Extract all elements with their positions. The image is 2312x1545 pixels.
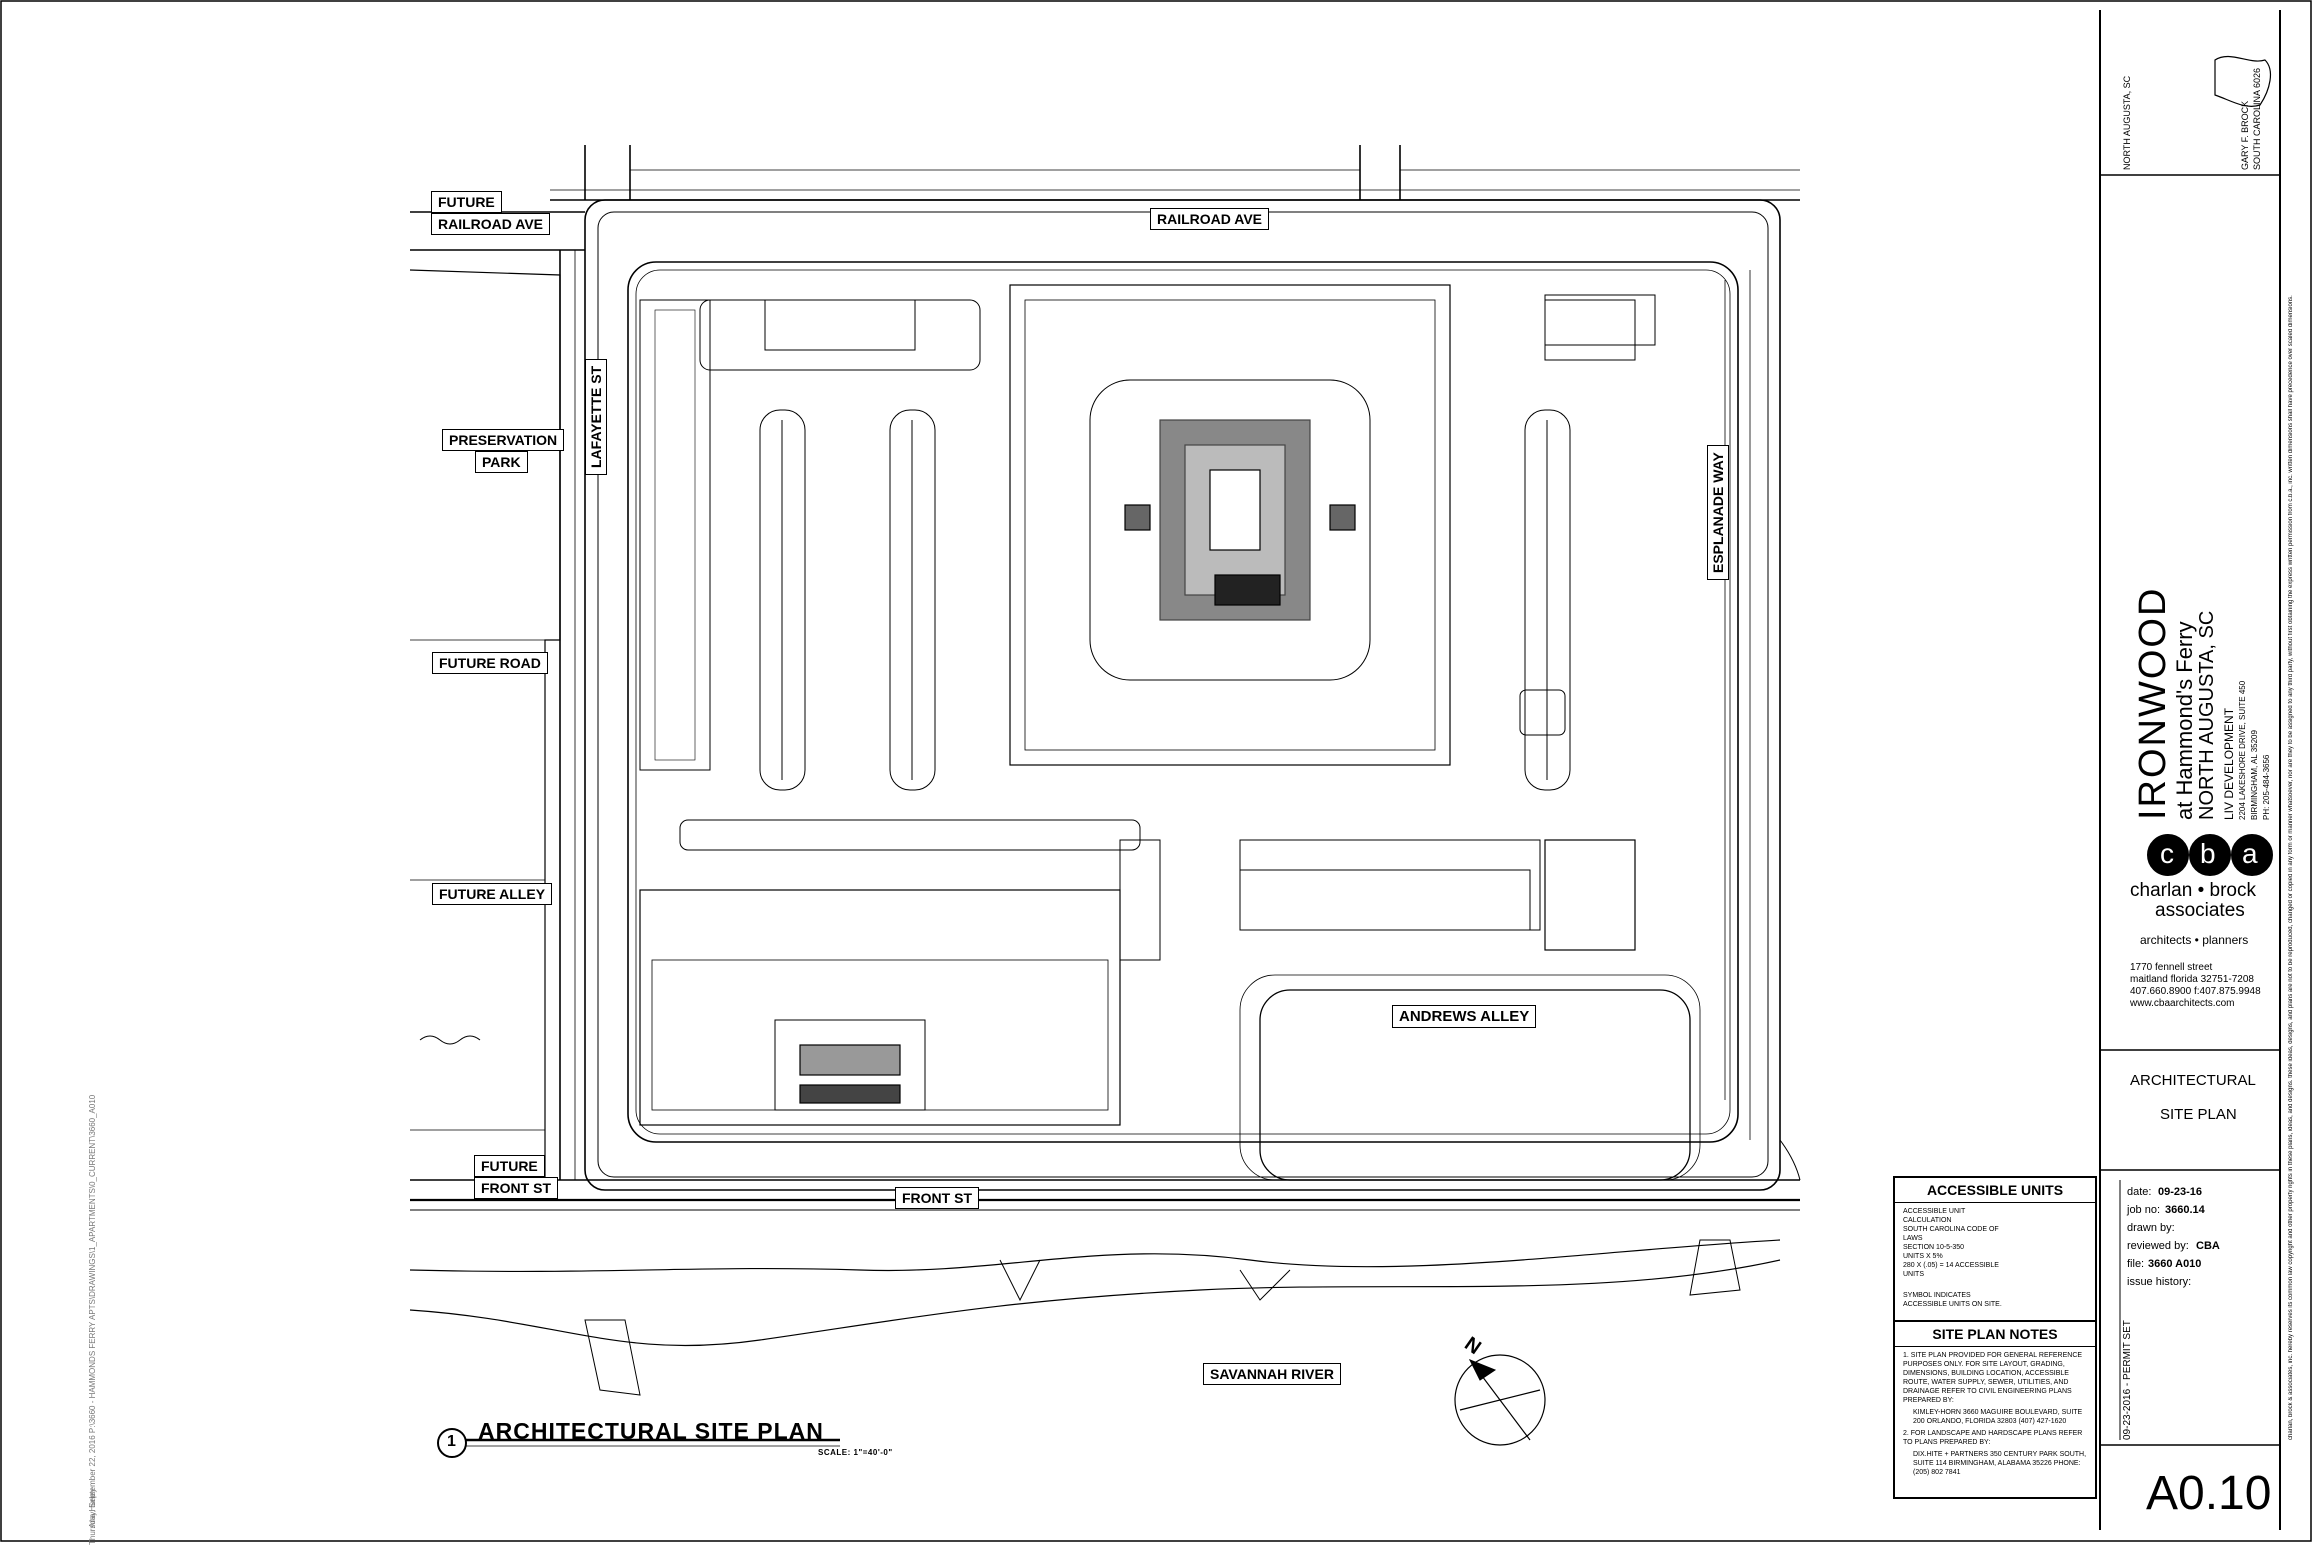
firm-tagline: architects • planners xyxy=(2140,933,2249,947)
date-label: date: xyxy=(2127,1186,2152,1198)
label-railroad-ave: RAILROAD AVE xyxy=(1150,208,1269,230)
state-seal-icon xyxy=(2214,55,2272,107)
drawn-label: drawn by: xyxy=(2127,1222,2175,1234)
site-plan-notes-title: SITE PLAN NOTES xyxy=(1895,1322,2095,1347)
firm-phone: 407.660.8900 f:407.875.9948 xyxy=(2130,986,2261,997)
label-future-road: FUTURE ROAD xyxy=(432,652,548,674)
firm-letter-c: c xyxy=(2160,838,2175,869)
plan-number: 1 xyxy=(447,1433,457,1450)
job-label: job no: xyxy=(2127,1204,2161,1216)
north-building xyxy=(1009,284,1451,766)
river-bank-upper xyxy=(409,1239,1781,1273)
firm-letter-a: a xyxy=(2242,838,2259,869)
date-value: 09-23-16 xyxy=(2158,1186,2203,1198)
southwest-building xyxy=(639,889,1121,1126)
accessible-line-6: 280 X (.05) = 14 ACCESSIBLE UNITS xyxy=(1903,1262,1999,1278)
sheet-number: A0.10 xyxy=(2146,1467,2272,1520)
firm-name-2: associates xyxy=(2155,900,2245,921)
seal-location: NORTH AUGUSTA, SC xyxy=(2122,75,2132,170)
copyright-notice: charlan, brock & associates, inc. hereby… xyxy=(2288,295,2294,1440)
label-andrews-alley: ANDREWS ALLEY xyxy=(1392,1005,1537,1028)
accessible-line-3: SECTION 10-5-350 xyxy=(1903,1244,1965,1251)
firm-address-1: 1770 fennell street xyxy=(2130,962,2213,973)
plan-scale: SCALE: 1"=40'-0" xyxy=(818,1448,893,1457)
firm-letter-b: b xyxy=(2200,838,2217,869)
preservation-park-edge xyxy=(409,269,561,1180)
label-savannah-river: SAVANNAH RIVER xyxy=(1203,1363,1341,1385)
seal-state: SOUTH CAROLINA 6026 xyxy=(2252,67,2262,170)
garage-buildings xyxy=(639,294,1656,931)
plan-title: ARCHITECTURAL SITE PLAN xyxy=(478,1418,824,1444)
accessible-line-1: ACCESSIBLE UNIT CALCULATION xyxy=(1903,1208,1966,1224)
accessible-symbol-text: SYMBOL INDICATES ACCESSIBLE UNITS ON SIT… xyxy=(1903,1292,2002,1308)
accessible-line-5: UNITS X 5% xyxy=(1903,1253,1943,1260)
label-future-alley: FUTURE ALLEY xyxy=(432,883,553,905)
project-name: IRONWOOD xyxy=(2132,586,2174,820)
firm-name-1: charlan • brock xyxy=(2130,880,2256,901)
job-value: 3660.14 xyxy=(2165,1204,2205,1216)
sheet-title-1: ARCHITECTURAL xyxy=(2130,1072,2256,1089)
client-address-1: 2204 LAKESHORE DRIVE, SUITE 450 xyxy=(2238,680,2247,820)
accessible-units-box: ACCESSIBLE UNITS ACCESSIBLE UNIT CALCULA… xyxy=(1893,1176,2097,1324)
label-preservation-2: PARK xyxy=(475,451,528,473)
river-bank-lower xyxy=(409,1259,1781,1347)
label-preservation-1: PRESERVATION xyxy=(442,429,565,451)
parking-left xyxy=(679,299,1161,961)
detail-number-circle xyxy=(437,1428,467,1458)
firm-website: www.cbaarchitects.com xyxy=(2130,998,2235,1009)
sheet-title-2: SITE PLAN xyxy=(2160,1106,2237,1123)
site-note-1: 1. SITE PLAN PROVIDED FOR GENERAL REFERE… xyxy=(1903,1352,2083,1404)
client-name: LIV DEVELOPMENT xyxy=(2222,707,2236,820)
site-plan-notes-box: SITE PLAN NOTES 1. SITE PLAN PROVIDED FO… xyxy=(1893,1320,2097,1499)
label-lafayette-st: LAFAYETTE ST xyxy=(585,358,607,475)
label-front-st: FRONT ST xyxy=(895,1187,979,1209)
margin-author: Ana Hurley xyxy=(88,1488,97,1528)
label-future-front-1: FUTURE xyxy=(474,1155,545,1177)
accessible-units-title: ACCESSIBLE UNITS xyxy=(1895,1178,2095,1203)
margin-date-path: Thursday, September 22, 2016 P:\3660 - H… xyxy=(88,1094,97,1545)
north-arrow-icon xyxy=(1454,1354,1546,1446)
site-note-1-firm: KIMLEY-HORN 3660 MAGUIRE BOULEVARD, SUIT… xyxy=(1913,1409,2083,1425)
label-future-railroad-2: RAILROAD AVE xyxy=(431,213,550,235)
issue-label: issue history: xyxy=(2127,1276,2192,1288)
site-roads xyxy=(410,145,1800,1211)
reviewed-label: reviewed by: xyxy=(2127,1240,2189,1252)
file-label: file: xyxy=(2127,1258,2145,1270)
label-esplanade-way: ESPLANADE WAY xyxy=(1707,445,1729,580)
firm-logo xyxy=(2147,834,2273,876)
file-value: 3660 A010 xyxy=(2148,1258,2202,1270)
reviewed-value: CBA xyxy=(2196,1240,2220,1252)
client-address-2: BIRMINGHAM, AL 35209 xyxy=(2250,730,2259,820)
project-location: NORTH AUGUSTA, SC xyxy=(2196,610,2218,820)
issue-permit-set: 09-23-2016 - PERMIT SET xyxy=(2122,1320,2133,1440)
parking-right xyxy=(1239,299,1636,951)
accessible-line-2: SOUTH CAROLINA CODE OF LAWS xyxy=(1903,1226,1999,1242)
client-phone: PH: 205-484-3656 xyxy=(2262,754,2271,820)
seal-name: GARY F. BROCK xyxy=(2240,100,2250,170)
firm-address-2: maitland florida 32751-7208 xyxy=(2130,974,2254,985)
label-future-railroad-1: FUTURE xyxy=(431,191,502,213)
label-future-front-2: FRONT ST xyxy=(474,1177,558,1199)
site-note-2: 2. FOR LANDSCAPE AND HARDSCAPE PLANS REF… xyxy=(1903,1430,2083,1446)
project-subtitle: at Hammond's Ferry xyxy=(2172,621,2197,820)
site-note-2-firm: DIX.HITE + PARTNERS 350 CENTURY PARK SOU… xyxy=(1913,1451,2087,1476)
